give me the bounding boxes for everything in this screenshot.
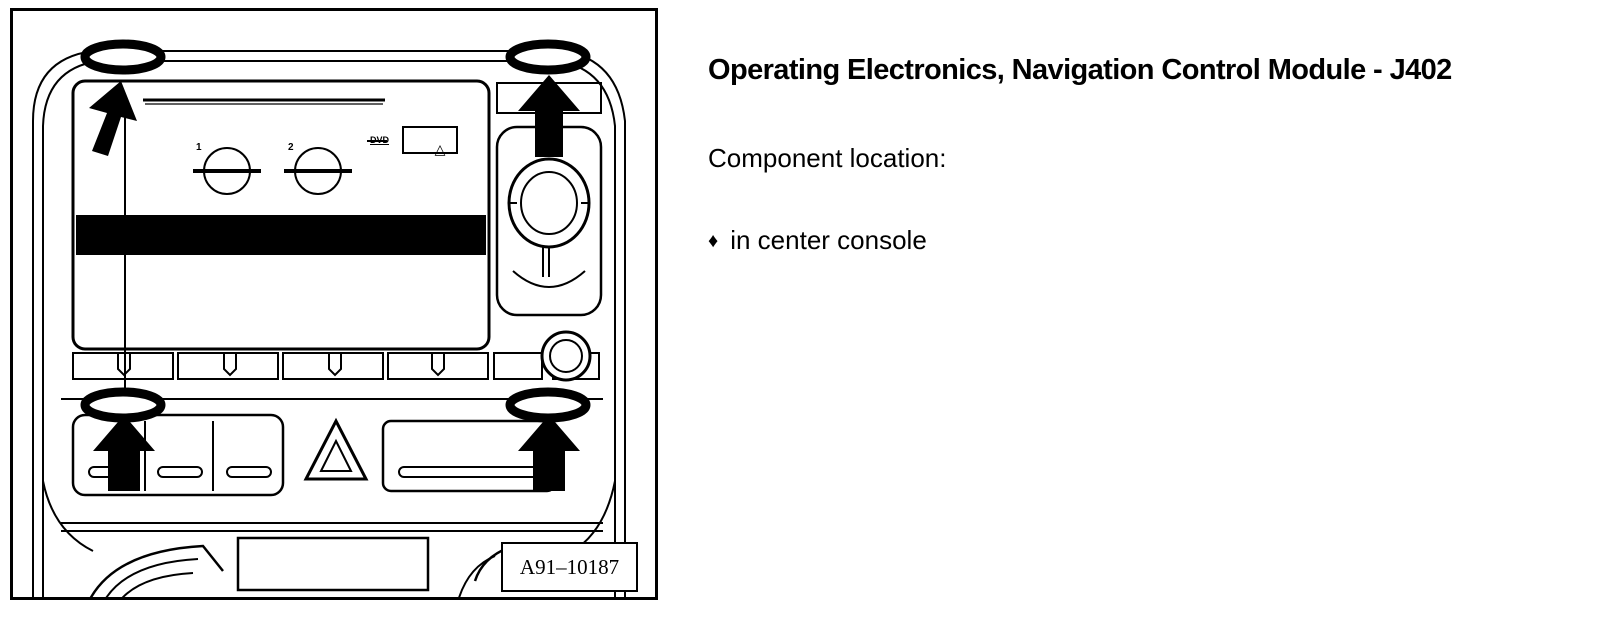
page-title: Operating Electronics, Navigation Contro…: [708, 54, 1452, 86]
center-console-drawing: [32, 39, 626, 597]
dvd-label: DVD: [370, 135, 390, 145]
diamond-bullet-icon: ♦: [708, 230, 719, 252]
figure-id-box: A91–10187: [501, 542, 638, 592]
sd-slot-2-label: 2: [288, 142, 294, 153]
sd-slot-1-label: 1: [196, 142, 202, 153]
location-text: in center console: [730, 225, 927, 255]
section-label: Component location:: [708, 143, 947, 173]
location-list-item: ♦ in center console: [708, 225, 927, 256]
console-illustration: 1 2 DVD △ A91–10187: [10, 8, 658, 600]
eject-icon: △: [434, 140, 446, 157]
